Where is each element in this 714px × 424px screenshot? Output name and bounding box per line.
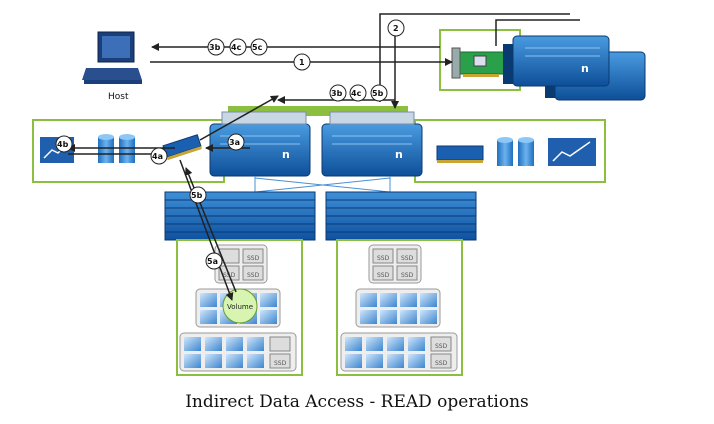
disk-group-bottom-right — [340, 332, 458, 372]
step-badge: 5b — [370, 84, 388, 102]
ssd-label: SSD — [401, 255, 414, 262]
disk-cylinders-icon-right — [497, 137, 534, 166]
step-badge: 2 — [387, 19, 405, 37]
step-badge: 3b — [329, 84, 347, 102]
svg-text:n: n — [282, 148, 290, 161]
step-badge: 4c — [349, 84, 367, 102]
ssd-label: SSD — [274, 360, 287, 367]
ssd-label: SSD — [247, 255, 260, 262]
step-5a-label: 5a — [207, 257, 218, 266]
left-aggregate-frame — [176, 239, 303, 376]
step-badge: 5b — [189, 186, 207, 204]
step-badge: 3a — [227, 133, 245, 151]
memory-module-icon-right — [436, 145, 484, 163]
step-5b-label-2: 5b — [191, 191, 203, 200]
flash-card-icon-right — [548, 138, 596, 166]
disk-cylinders-icon — [98, 134, 135, 163]
step-3a-label: 3a — [229, 138, 240, 147]
ssd-label: SSD — [377, 272, 390, 279]
step-5b-label: 5b — [372, 89, 384, 98]
step-2-label: 2 — [393, 24, 399, 33]
step-3b-label-2: 3b — [331, 89, 343, 98]
svg-text:n: n — [395, 148, 403, 161]
step-4c-label: 4c — [231, 43, 242, 52]
disk-group-middle-right — [355, 288, 441, 328]
data-path-arrows — [67, 13, 580, 301]
ssd-label: SSD — [401, 272, 414, 279]
disk-group-bottom-left — [179, 332, 297, 372]
right-aggregate-frame — [336, 239, 463, 376]
step-badge: 5c — [250, 38, 268, 56]
step-badge: 4b — [55, 135, 73, 153]
step-3b-label: 3b — [209, 43, 221, 52]
storage-controller-icon-right-node: n — [321, 111, 423, 177]
step-5c-label: 5c — [252, 43, 263, 52]
ssd-label: SSD — [247, 272, 260, 279]
disk-shelf-icon-left — [164, 191, 316, 241]
step-4c-label-2: 4c — [351, 89, 362, 98]
ssd-label: SSD — [435, 343, 448, 350]
ssd-label: SSD — [435, 360, 448, 367]
step-badge: 4c — [229, 38, 247, 56]
ssd-group-right — [368, 244, 422, 284]
step-badge: 3b — [207, 38, 225, 56]
svg-text:n: n — [581, 62, 589, 75]
network-card-icon — [451, 47, 508, 79]
step-4b-label: 4b — [57, 140, 69, 149]
host-computer-icon — [82, 31, 142, 84]
sas-cabling — [254, 176, 391, 193]
disk-shelf-icon-right — [325, 191, 477, 241]
step-4a-label: 4a — [152, 152, 163, 161]
storage-controller-icon: n — [503, 35, 646, 101]
cluster-interconnect-bar — [228, 106, 408, 116]
step-badge: 4a — [150, 147, 168, 165]
step-badge: 5a — [205, 252, 223, 270]
ssd-label: SSD — [377, 255, 390, 262]
step-1-label: 1 — [299, 58, 305, 67]
step-badge: 1 — [293, 53, 311, 71]
diagram-caption: Indirect Data Access - READ operations — [185, 392, 529, 412]
storage-controller-icon-left: n — [209, 111, 311, 177]
host-label: Host — [108, 92, 129, 102]
volume-label: Volume — [227, 303, 253, 311]
